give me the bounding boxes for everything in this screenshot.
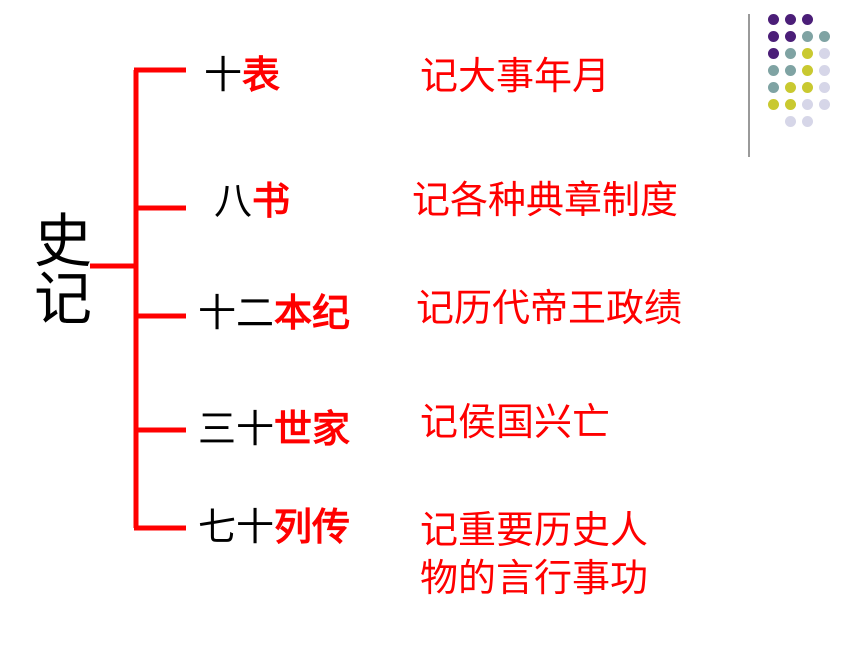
decorative-dot: [785, 99, 796, 110]
branch-description-3: 记历代帝王政绩: [416, 284, 682, 332]
decorative-dot: [819, 82, 830, 93]
decorative-dot: [785, 82, 796, 93]
branch-description-5: 记重要历史人 物的言行事功: [420, 506, 648, 602]
decorative-dot: [768, 14, 779, 25]
branch-label-3: 十二本纪: [198, 290, 350, 336]
branch-label-2: 八书: [214, 178, 290, 224]
branch-label-1: 十表: [204, 52, 280, 98]
branch-prefix: 三十: [198, 407, 275, 451]
branch-emphasis: 列传: [274, 505, 351, 549]
branch-label-4: 三十世家: [198, 406, 350, 452]
decorative-dot: [768, 48, 779, 59]
decorative-dot: [768, 65, 779, 76]
branch-prefix: 十: [204, 53, 243, 97]
branch-emphasis: 表: [242, 53, 281, 97]
branch-prefix: 七十: [198, 505, 275, 549]
description-line: 记大事年月: [420, 54, 611, 98]
branch-prefix: 十二: [198, 291, 275, 335]
decorative-dot: [802, 65, 813, 76]
decorative-dot: [802, 31, 813, 42]
decorative-dot: [768, 99, 779, 110]
decorative-dot: [785, 65, 796, 76]
decorative-dot: [785, 48, 796, 59]
description-line: 记侯国兴亡: [420, 400, 611, 444]
decorative-dot: [802, 48, 813, 59]
decorative-dot: [819, 65, 830, 76]
decorative-dot: [819, 99, 830, 110]
branch-emphasis: 本纪: [274, 291, 351, 335]
branch-emphasis: 书: [252, 179, 291, 223]
decorative-dot: [768, 31, 779, 42]
branch-prefix: 八: [214, 179, 253, 223]
branch-label-5: 七十列传: [198, 504, 350, 550]
description-line: 记各种典章制度: [412, 178, 679, 222]
decorative-dot: [785, 31, 796, 42]
branch-description-2: 记各种典章制度: [412, 176, 678, 224]
decorative-dot: [819, 48, 830, 59]
decorative-dot: [785, 116, 796, 127]
decorative-dot: [802, 116, 813, 127]
decorative-dot: [802, 14, 813, 25]
decorative-divider: [748, 14, 750, 157]
decorative-dot: [819, 31, 830, 42]
description-line: 物的言行事功: [420, 556, 649, 600]
description-line: 记重要历史人: [420, 508, 649, 552]
branch-description-1: 记大事年月: [420, 52, 610, 100]
decorative-dot: [802, 99, 813, 110]
decorative-dot: [802, 82, 813, 93]
decorative-dot: [768, 82, 779, 93]
decorative-dot: [785, 14, 796, 25]
branch-emphasis: 世家: [274, 407, 351, 451]
root-label: 史记: [24, 210, 92, 326]
description-line: 记历代帝王政绩: [416, 286, 683, 330]
branch-description-4: 记侯国兴亡: [420, 398, 610, 446]
